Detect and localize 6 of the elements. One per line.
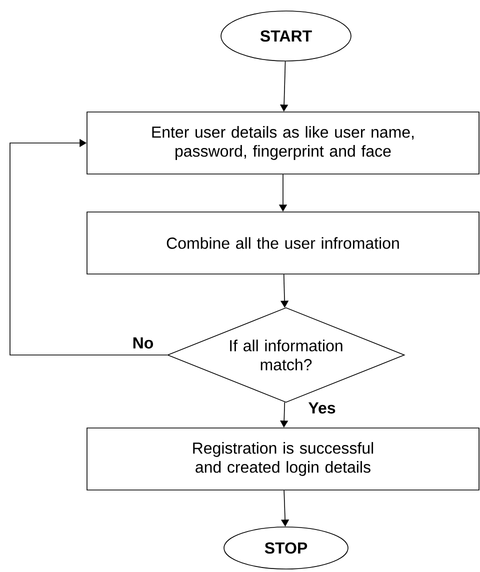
process-box: Enter user details as like user name, password, fingerprint and face (86, 112, 480, 174)
edge-label: No (131, 336, 155, 350)
process-box: Combine all the user infromation (86, 212, 480, 274)
arrow (10, 138, 168, 356)
edge-label: Yes (307, 401, 337, 415)
process-box: Registration is successful and created login details (86, 428, 480, 490)
